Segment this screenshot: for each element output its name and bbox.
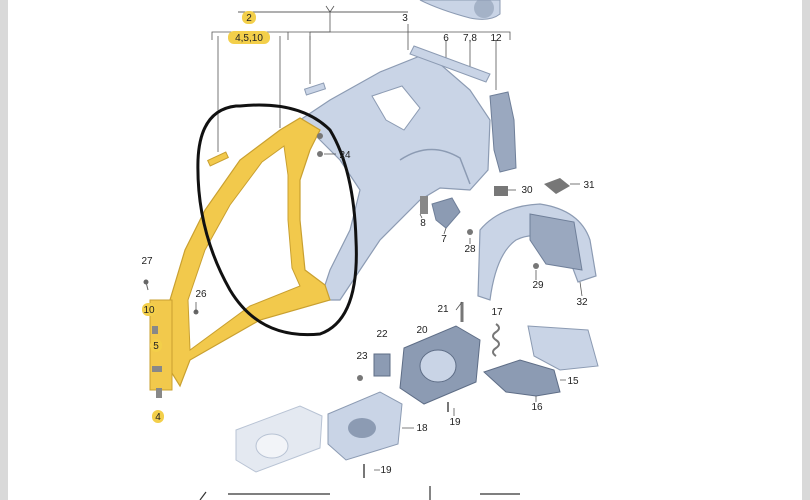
label-2: 2	[246, 13, 252, 24]
wheel-arch-edge	[399, 148, 471, 185]
part-18-inner	[348, 418, 376, 438]
label-17: 17	[491, 307, 503, 318]
label-22: 22	[376, 329, 388, 340]
highlight-5	[150, 339, 162, 352]
part-10	[152, 326, 158, 334]
label-5: 5	[153, 341, 159, 352]
part-6	[409, 45, 491, 83]
part-15	[527, 325, 599, 371]
part-17-spring	[492, 323, 500, 357]
filler-opening	[419, 349, 457, 383]
label-21: 21	[437, 304, 449, 315]
trim-strip-3	[303, 82, 327, 96]
label-19-a: 19	[449, 417, 461, 428]
label-26: 26	[195, 289, 207, 300]
label-19-b: 19	[380, 465, 392, 476]
label-32: 32	[576, 297, 588, 308]
label-4: 4	[155, 412, 161, 423]
part-16	[483, 359, 561, 397]
label-15: 15	[567, 376, 579, 387]
part-22	[373, 353, 391, 377]
bracket-tick	[325, 5, 335, 13]
label-18: 18	[416, 423, 428, 434]
label-7: 7	[441, 234, 447, 245]
highlight-2	[242, 11, 256, 24]
fastener-24b	[317, 151, 323, 157]
label-16: 16	[531, 402, 543, 413]
highlight-4	[152, 410, 164, 423]
right-frame	[802, 0, 810, 500]
label-23: 23	[356, 351, 368, 362]
label-29: 29	[532, 280, 544, 291]
bottom-fragments	[199, 486, 520, 500]
label-31: 31	[583, 180, 595, 191]
marked-circle	[196, 103, 358, 337]
label-7-8: 7,8	[463, 33, 477, 44]
label-6: 6	[443, 33, 449, 44]
part-7	[431, 197, 461, 229]
highlight-4510	[228, 31, 270, 44]
highlight-10	[142, 303, 156, 316]
label-20: 20	[416, 325, 428, 336]
door-opening	[187, 145, 301, 351]
label-4-5-10: 4,5,10	[235, 33, 263, 44]
liner-inner	[529, 213, 583, 271]
part-31	[544, 178, 570, 194]
filler-flap-inner	[255, 433, 289, 459]
left-frame	[0, 0, 8, 500]
fastener-29	[533, 263, 539, 269]
part-12	[489, 91, 517, 173]
fastener-27-shaft	[145, 281, 149, 291]
label-12: 12	[490, 33, 502, 44]
label-27: 27	[141, 256, 153, 267]
misc-leaders	[374, 213, 583, 471]
part-5	[152, 366, 162, 372]
wheel-fragment	[474, 0, 494, 18]
label-28: 28	[464, 244, 476, 255]
part-8	[420, 196, 428, 214]
fastener-24a	[317, 133, 323, 139]
label-8: 8	[420, 218, 426, 229]
label-30: 30	[521, 185, 533, 196]
label-10: 10	[143, 305, 155, 316]
part-23	[357, 375, 363, 381]
fastener-28	[467, 229, 473, 235]
label-24: 24	[339, 150, 351, 161]
part-4	[156, 388, 162, 398]
frame-strip	[207, 151, 229, 167]
label-3: 3	[402, 13, 408, 24]
part-30	[494, 186, 508, 196]
quarter-window	[371, 85, 421, 131]
